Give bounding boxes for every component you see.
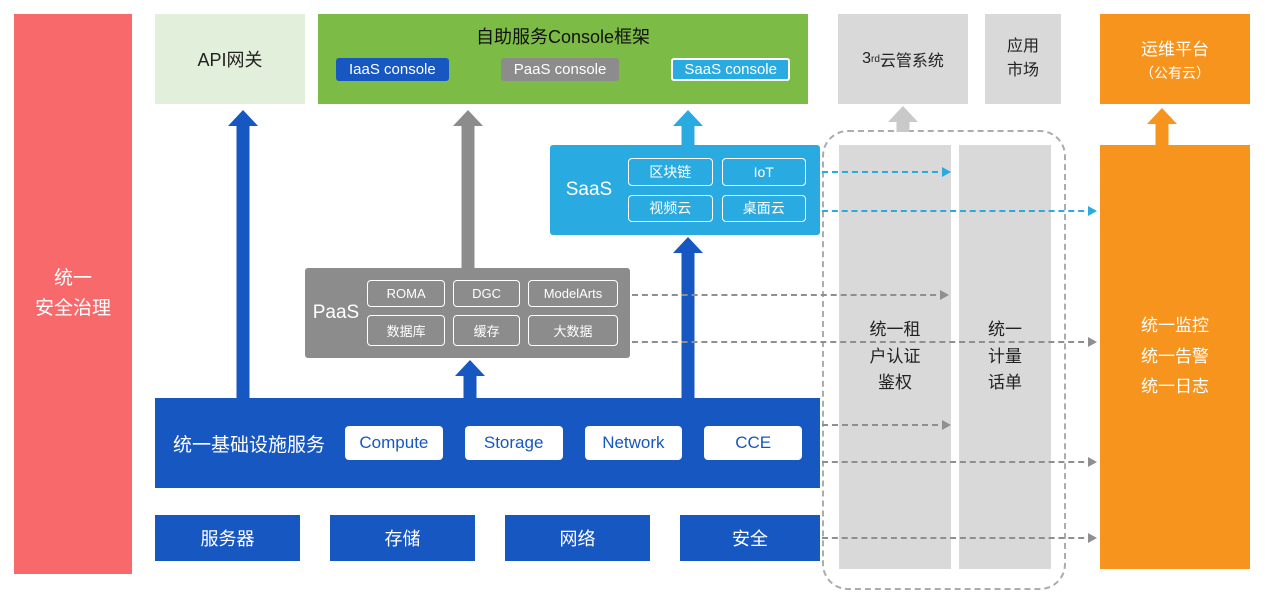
arrow-head [455,360,485,376]
connector-paas-to-monitor [632,337,1097,347]
console-framework-box: 自助服务Console框架 IaaS console PaaS console … [318,14,808,104]
om-platform-line2: （公有云） [1140,65,1210,81]
server-box: 服务器 [155,515,300,561]
common-services-dashed-group [822,130,1066,590]
arrow-infra-to-api-gateway [228,110,258,398]
iaas-item-storage: Storage [464,426,563,460]
connector-infra-to-monitor [822,457,1097,467]
metering-billing-bar: 统一 计量 话单 [959,145,1051,569]
network-box: 网络 [505,515,650,561]
monitor-alarm-log-bar: 统一监控 统一告警 统一日志 [1100,145,1250,569]
security-governance-bar: 统一 安全治理 [14,14,132,574]
paas-item-database: 数据库 [367,315,446,346]
connector-infra-to-billing [822,420,951,430]
arrow-saas-to-console [673,110,703,145]
saas-item-blockchain: 区块链 [628,158,713,186]
arrow-shaft [1155,123,1169,145]
arrow-head [673,237,703,253]
om-platform-box: 运维平台 （公有云） [1100,14,1250,104]
paas-item-cache: 缓存 [453,315,520,346]
console-framework-title: 自助服务Console框架 [475,27,651,47]
iaas-box: 统一基础设施服务 Compute Storage Network CCE [155,398,820,488]
saas-item-desktop-cloud: 桌面云 [721,194,806,222]
arrow-group-to-third-cloud [888,106,918,132]
arrow-shaft [463,375,477,398]
paas-label: PaaS [312,302,360,323]
arrow-head [453,110,483,126]
arrow-shaft [461,125,475,268]
arrow-head [673,110,703,126]
connector-saas-to-billing [822,167,951,177]
iaas-item-network: Network [584,426,683,460]
saas-box: SaaS 区块链 IoT 视频云 桌面云 [550,145,820,235]
saas-console-button: SaaS console [671,58,790,81]
saas-item-video-cloud: 视频云 [628,194,713,222]
storage-box: 存储 [330,515,475,561]
app-market-box: 应用 市场 [985,14,1061,104]
arrow-head [1147,108,1177,124]
arrow-shaft [236,125,250,398]
arrow-paas-to-console [453,110,483,268]
security-box: 安全 [680,515,820,561]
console-buttons-row: IaaS console PaaS console SaaS console [318,49,808,81]
arrow-head [228,110,258,126]
iaas-items-row: Compute Storage Network CCE [345,426,803,460]
connector-paas-to-billing [632,290,949,300]
paas-item-dgc: DGC [453,280,520,307]
paas-box: PaaS ROMA DGC ModelArts 数据库 缓存 大数据 [305,268,630,358]
iaas-item-cce: CCE [704,426,803,460]
iaas-console-button: IaaS console [336,58,449,81]
saas-item-iot: IoT [721,158,806,186]
saas-items-grid: 区块链 IoT 视频云 桌面云 [628,145,820,235]
arrow-shaft [681,125,695,145]
connector-saas-to-monitor [822,206,1097,216]
iaas-item-compute: Compute [345,426,443,460]
api-gateway-box: API网关 [155,14,305,104]
arrow-shaft [681,252,695,398]
third-cloud-label-rest: 云管系统 [879,53,944,70]
arrow-infra-to-saas [673,237,703,398]
arrow-infra-to-paas [455,360,485,398]
paas-console-button: PaaS console [500,58,620,81]
third-cloud-label-sup: rd [870,53,880,65]
arrow-monitor-to-om-platform [1147,108,1177,145]
paas-item-modelarts: ModelArts [527,280,618,307]
third-cloud-label-num: 3 [862,50,871,67]
iaas-label: 统一基础设施服务 [173,434,326,456]
connector-security-to-monitor [822,533,1097,543]
paas-item-roma: ROMA [367,280,446,307]
arrow-head [888,106,918,122]
paas-item-bigdata: 大数据 [527,315,618,346]
arrow-shaft [896,121,910,132]
tenant-auth-bar: 统一租 户认证 鉴权 [839,145,951,569]
paas-items-grid: ROMA DGC ModelArts 数据库 缓存 大数据 [367,268,630,358]
om-platform-line1: 运维平台 [1141,40,1209,59]
saas-label: SaaS [565,179,613,200]
